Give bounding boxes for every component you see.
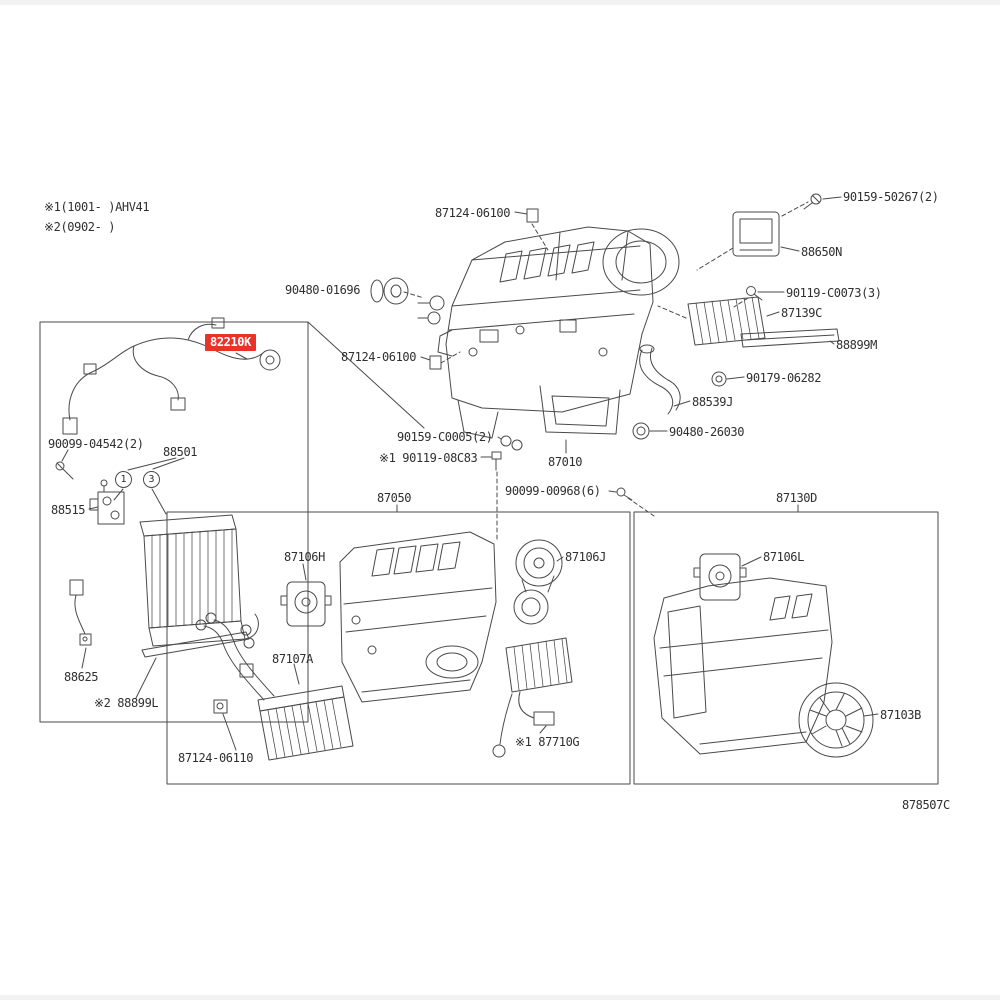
- assembly-boxes: [39, 321, 939, 785]
- servo-87106H-drawing: [280, 563, 332, 627]
- evaporator-and-valve-drawing: [55, 449, 259, 699]
- part-label-90159-50267: 90159-50267(2): [843, 190, 939, 204]
- part-label-90099-00968: 90099-00968(6): [505, 484, 601, 498]
- servo-87106J-drawing: [513, 539, 564, 625]
- part-label-90159-C0005: 90159-C0005(2): [397, 430, 493, 444]
- part-label-87130D: 87130D: [776, 491, 817, 505]
- filter-87139C-drawing: [687, 286, 840, 387]
- note-production-1: ※1(1001- )AHV41: [44, 200, 150, 214]
- part-label-87710G: ※1 87710G: [515, 735, 580, 749]
- aux-heater-and-harness-87710G-drawing: [492, 637, 573, 758]
- callout-1: 1: [115, 471, 132, 488]
- part-label-90119-08C83: ※1 90119-08C83: [379, 451, 478, 465]
- part-label-87124-06100-top: 87124-06100: [435, 206, 511, 220]
- part-label-88899M: 88899M: [836, 338, 877, 352]
- clips-and-clamps-drawing: [370, 208, 633, 501]
- part-label-87106L: 87106L: [763, 550, 804, 564]
- heater-core-87107A-drawing: [195, 612, 354, 761]
- amplifier-88650N-drawing: [732, 193, 842, 257]
- blower-motor-87103B-drawing: [798, 682, 879, 758]
- part-label-87124-06110: 87124-06110: [178, 751, 254, 765]
- part-label-90179-06282: 90179-06282: [746, 371, 822, 385]
- part-label-87010: 87010: [548, 455, 583, 469]
- part-label-87103B: 87103B: [880, 708, 921, 722]
- part-label-87124-06100-mid: 87124-06100: [341, 350, 417, 364]
- part-label-90480-01696: 90480-01696: [285, 283, 361, 297]
- part-label-88515: 88515: [51, 503, 86, 517]
- part-label-87106H: 87106H: [284, 550, 325, 564]
- part-label-87107A: 87107A: [272, 652, 313, 666]
- right-case-87130D-drawing: [653, 553, 833, 755]
- part-label-87106J: 87106J: [565, 550, 606, 564]
- part-label-90480-26030: 90480-26030: [669, 425, 745, 439]
- diagram-code: 878507C: [902, 798, 950, 812]
- part-label-88650N: 88650N: [801, 245, 842, 259]
- part-label-87139C: 87139C: [781, 306, 822, 320]
- part-label-87050: 87050: [377, 491, 412, 505]
- drain-hose-88539J-drawing: [632, 344, 691, 440]
- main-assembly-drawing: [417, 226, 680, 439]
- part-label-82210K-highlighted: 82210K: [205, 334, 256, 351]
- part-label-90099-04542: 90099-04542(2): [48, 437, 144, 451]
- note-production-2: ※2(0902- ): [44, 220, 116, 234]
- assembly-dashed-lines: [403, 201, 809, 541]
- part-label-88625: 88625: [64, 670, 99, 684]
- wire-harness-82210K-drawing: [62, 317, 281, 435]
- part-label-88539J: 88539J: [692, 395, 733, 409]
- part-label-88899L: ※2 88899L: [94, 696, 159, 710]
- callout-3: 3: [143, 471, 160, 488]
- part-label-90119-C0073: 90119-C0073(3): [786, 286, 882, 300]
- center-case-87050-drawing: [339, 531, 497, 703]
- part-label-88501: 88501: [163, 445, 198, 459]
